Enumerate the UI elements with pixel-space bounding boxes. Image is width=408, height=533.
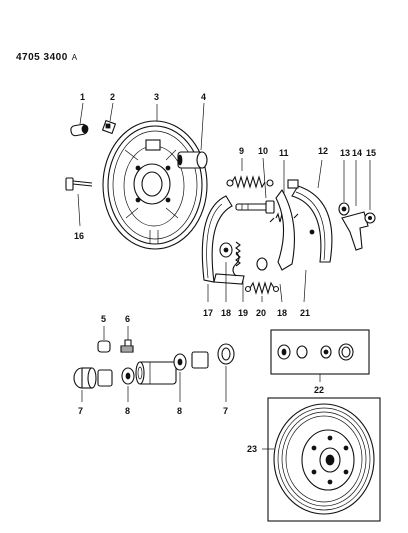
part-23-brake-drum [262, 397, 381, 522]
part-21-leader [303, 269, 307, 303]
part-12-trailing-shoe [275, 159, 333, 271]
part-15-clip [364, 160, 376, 224]
document-code-number: 4705 3400 [16, 52, 68, 63]
part-6-bleeder-screw [120, 326, 134, 353]
callout-11: 11 [279, 148, 289, 158]
callout-7-right: 7 [223, 406, 228, 416]
part-10-adjuster [235, 157, 275, 214]
part-13-washer [338, 160, 350, 216]
document-revision: A [71, 53, 78, 62]
part-18-pin-left [219, 242, 233, 302]
part-22-repair-kit [270, 329, 370, 382]
callout-16: 16 [74, 231, 84, 241]
part-2-bleeder [101, 102, 117, 135]
callout-8-right: 8 [177, 406, 182, 416]
part-14-lever [341, 160, 369, 251]
callout-12: 12 [318, 146, 328, 156]
callout-2: 2 [110, 92, 115, 102]
callout-3: 3 [154, 92, 159, 102]
callout-17: 17 [203, 308, 213, 318]
callout-15: 15 [366, 148, 376, 158]
part-17-leading-shoe [201, 195, 245, 302]
part-20-spring [244, 281, 280, 302]
callout-7-left: 7 [78, 406, 83, 416]
callout-1: 1 [80, 92, 85, 102]
callout-6: 6 [125, 314, 130, 324]
part-3-backing-plate [102, 104, 208, 250]
callout-4: 4 [201, 92, 206, 102]
part-19-spring [232, 241, 244, 302]
callout-5: 5 [101, 314, 106, 324]
part-5-boot-cap [97, 326, 111, 353]
callout-13: 13 [340, 148, 350, 158]
callout-labels: 1 2 3 4 9 10 11 12 13 14 15 16 17 18 19 … [74, 92, 376, 454]
part-1-plug [70, 102, 89, 137]
callout-21: 21 [300, 308, 310, 318]
callout-9: 9 [239, 146, 244, 156]
part-4-wheel-cylinder [177, 102, 208, 169]
callout-14: 14 [352, 148, 362, 158]
part-9-spring [226, 158, 274, 189]
callout-18-right: 18 [277, 308, 287, 318]
callout-22: 22 [314, 385, 324, 395]
callout-10: 10 [258, 146, 268, 156]
callout-8-left: 8 [125, 406, 130, 416]
callout-20: 20 [256, 308, 266, 318]
callout-19: 19 [238, 308, 248, 318]
callout-23: 23 [247, 444, 257, 454]
part-16-bolt [65, 177, 93, 227]
callout-18-left: 18 [221, 308, 231, 318]
cylinder-exploded-row [73, 343, 235, 402]
part-18-pin-right [256, 257, 283, 303]
